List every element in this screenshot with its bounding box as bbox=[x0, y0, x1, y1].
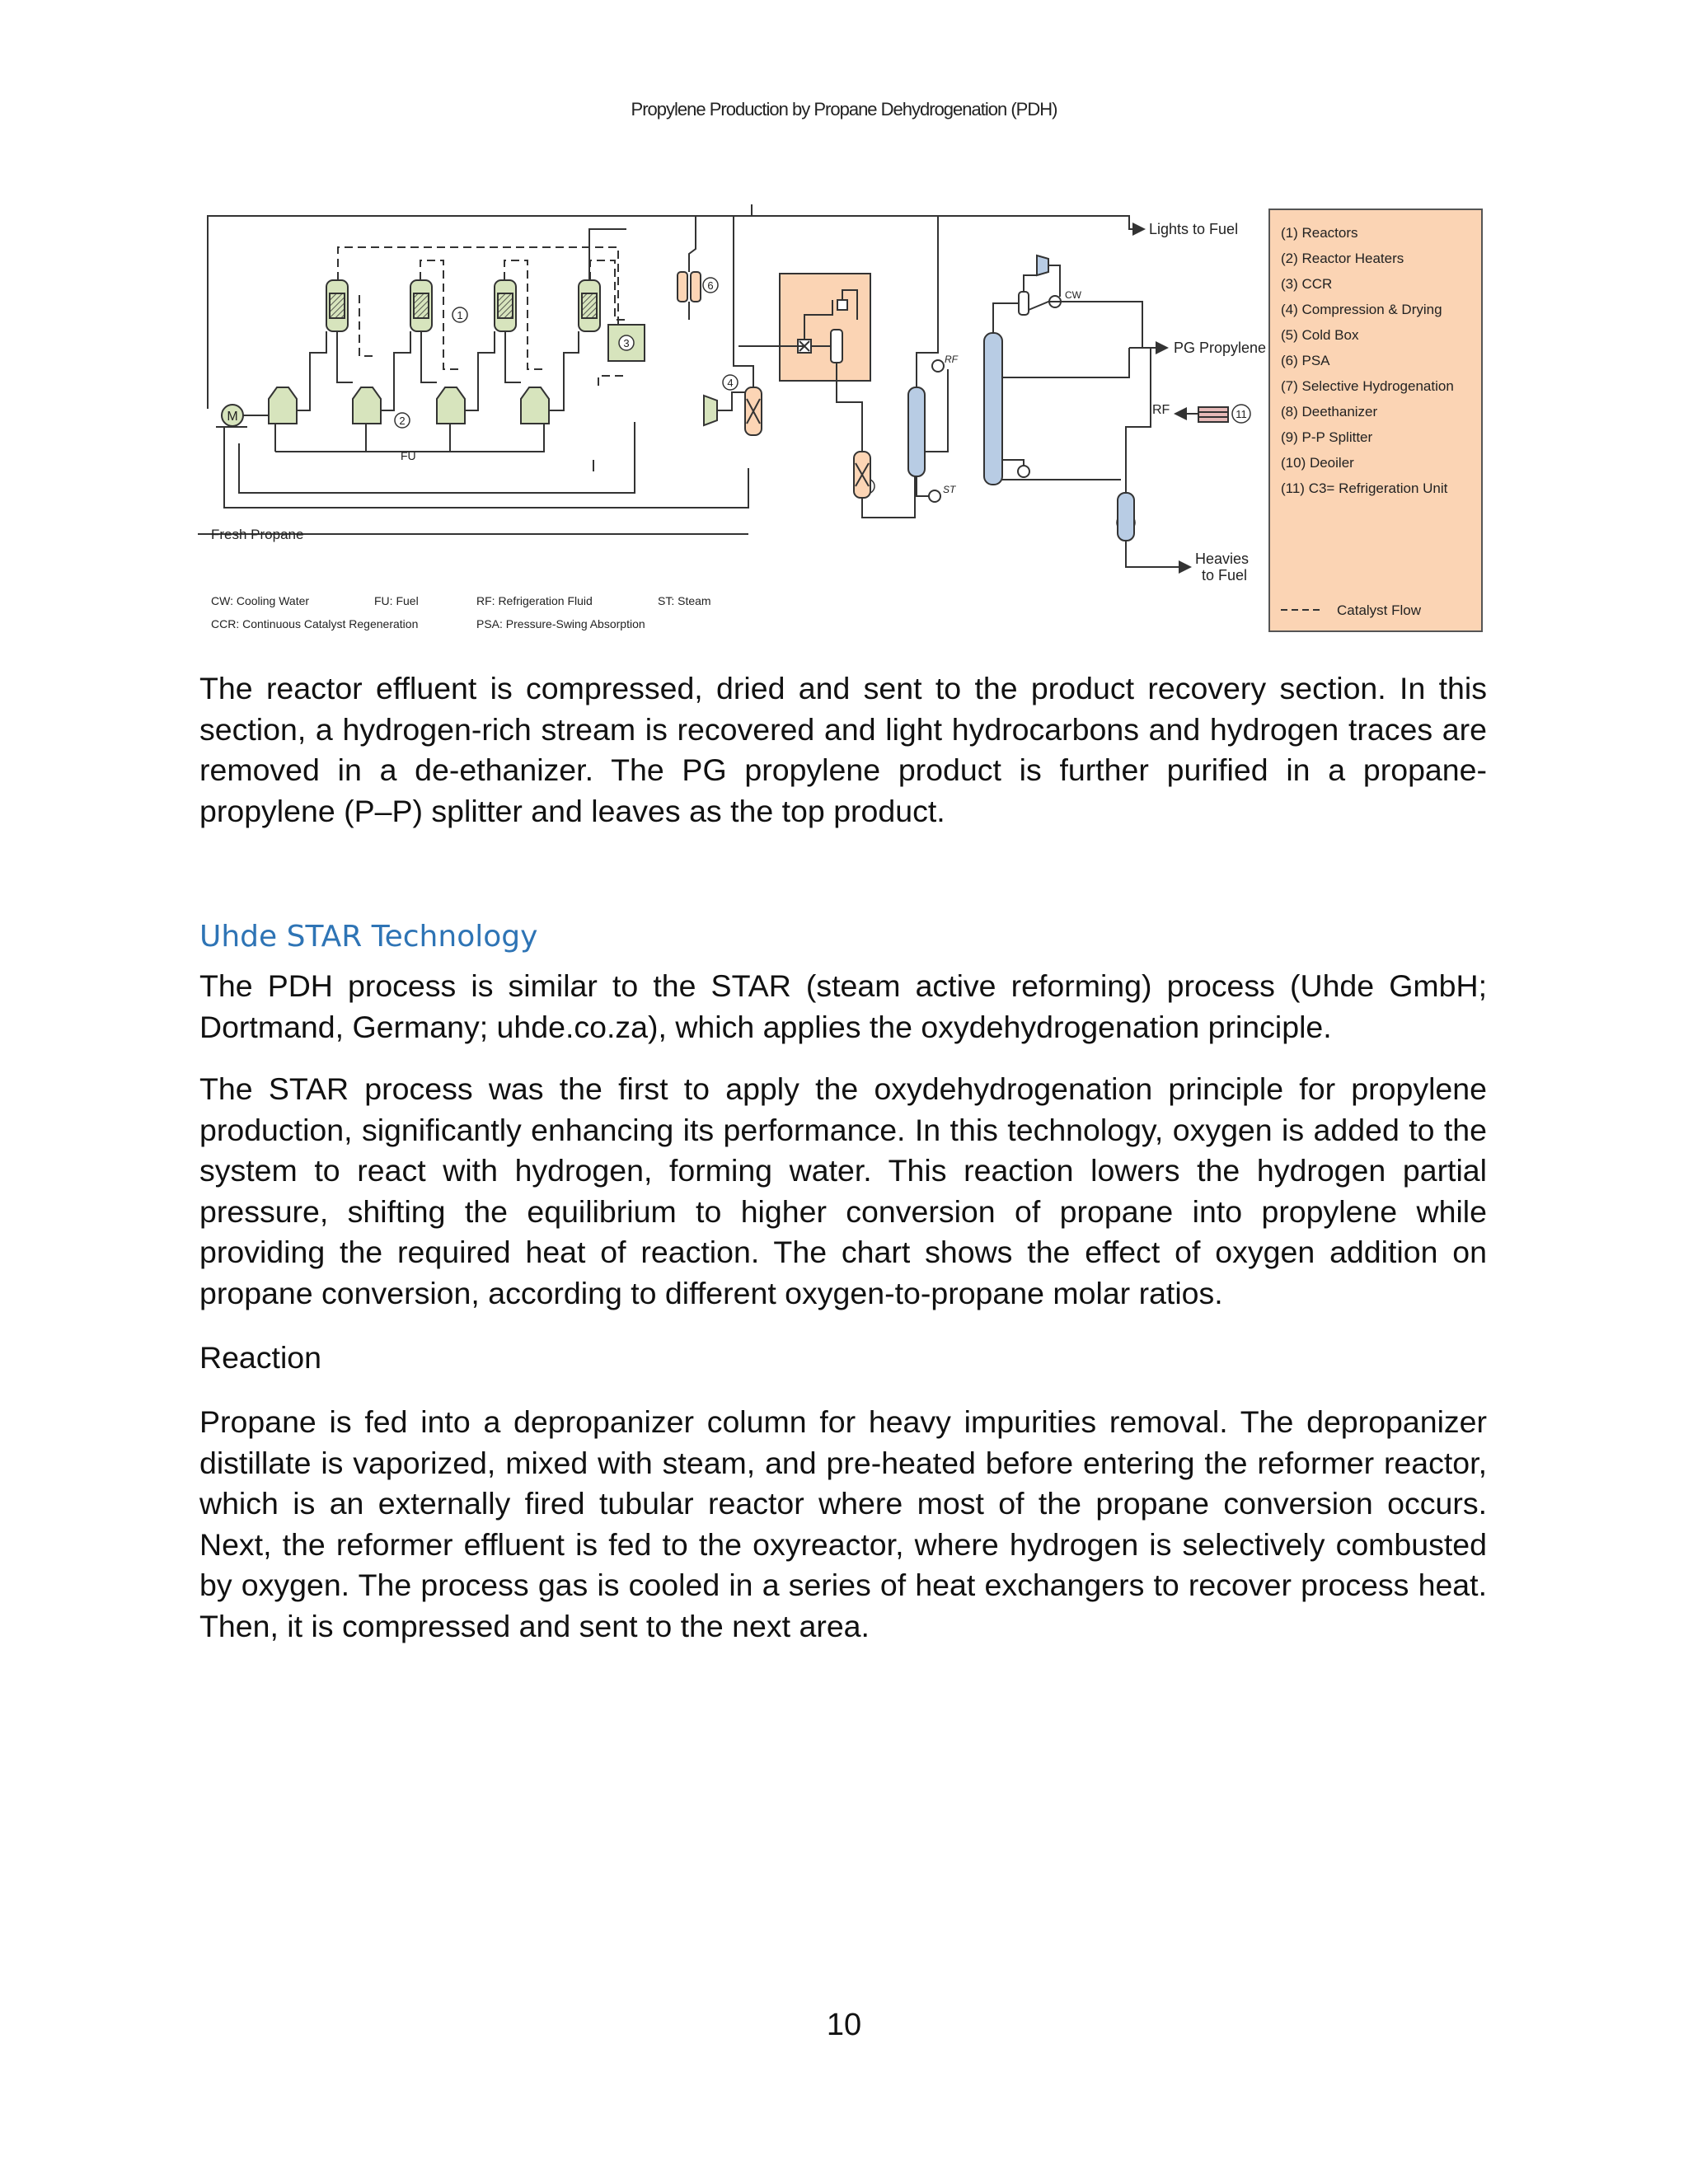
paragraph-product-recovery: The reactor effluent is compressed, drie… bbox=[199, 671, 1487, 828]
running-header: Propylene Production by Propane Dehydrog… bbox=[631, 99, 1058, 120]
ccr-icon bbox=[607, 324, 645, 362]
pp-splitter-icon bbox=[983, 254, 1143, 485]
legend-item: (3) CCR bbox=[1281, 276, 1332, 292]
refrigeration-unit-icon bbox=[1174, 406, 1229, 423]
fuel-label: FU bbox=[401, 449, 416, 462]
cold-box-internals bbox=[738, 289, 863, 452]
mixer-icon: M bbox=[221, 404, 244, 427]
svg-text:CCR: Continuous Catalyst Regen: CCR: Continuous Catalyst Regeneration bbox=[211, 617, 418, 630]
svg-text:RF: Refrigeration Fluid: RF: Refrigeration Fluid bbox=[476, 594, 593, 607]
reactors-icon bbox=[326, 279, 601, 332]
catalyst-flow-label: Catalyst Flow bbox=[1337, 602, 1422, 618]
legend-item: (8) Deethanizer bbox=[1281, 404, 1378, 419]
legend-item: (6) PSA bbox=[1281, 353, 1330, 368]
heavies-label-line1: Heavies bbox=[1195, 551, 1249, 567]
deethanizer-icon bbox=[907, 216, 949, 503]
paragraph-pdh-similarity: The PDH process is similar to the STAR (… bbox=[199, 968, 1487, 1044]
lights-to-fuel-label: Lights to Fuel bbox=[1149, 221, 1238, 237]
rf-output-label: RF bbox=[1152, 403, 1170, 417]
svg-text:11: 11 bbox=[1236, 408, 1247, 420]
legend-item: (11) C3= Refrigeration Unit bbox=[1281, 480, 1448, 496]
heavies-label-line2: to Fuel bbox=[1202, 567, 1247, 583]
svg-text:6: 6 bbox=[707, 279, 713, 292]
svg-text:FU: Fuel: FU: Fuel bbox=[374, 594, 419, 607]
svg-text:1: 1 bbox=[457, 309, 462, 321]
svg-text:2: 2 bbox=[399, 415, 405, 427]
page-number: 10 bbox=[826, 2008, 862, 2042]
cw-label: CW bbox=[1065, 289, 1082, 301]
paragraph-reaction: Propane is fed into a depropanizer colum… bbox=[199, 1404, 1487, 1643]
compression-drying-icon bbox=[703, 216, 762, 436]
section-heading: Uhde STAR Technology bbox=[199, 920, 538, 954]
abbreviation-key: CW: Cooling Water FU: Fuel RF: Refrigera… bbox=[211, 594, 711, 630]
svg-text:CW: Cooling Water: CW: Cooling Water bbox=[211, 594, 309, 607]
cold-box-icon bbox=[779, 273, 871, 382]
pg-propylene-label: PG Propylene bbox=[1174, 340, 1266, 356]
fresh-propane-label: Fresh Propane bbox=[211, 527, 303, 542]
selective-hydrogenation-icon bbox=[853, 451, 916, 518]
svg-text:4: 4 bbox=[727, 377, 733, 389]
deoiler-icon bbox=[1117, 347, 1192, 574]
legend-item: (9) P-P Splitter bbox=[1281, 429, 1373, 445]
paragraph-star-process: The STAR process was the first to apply … bbox=[199, 1071, 1487, 1310]
svg-text:M: M bbox=[227, 410, 237, 424]
svg-text:3: 3 bbox=[623, 337, 629, 349]
legend-item: (2) Reactor Heaters bbox=[1281, 251, 1404, 266]
svg-text:ST: Steam: ST: Steam bbox=[658, 594, 711, 607]
legend-item: (4) Compression & Drying bbox=[1281, 302, 1442, 317]
product-arrows bbox=[198, 341, 1169, 535]
process-flow-diagram: M FU 1 2 3 bbox=[198, 204, 1483, 632]
reactor-heaters-icon bbox=[268, 387, 550, 424]
recycle-lines bbox=[207, 204, 1146, 509]
reaction-subheading: Reaction bbox=[199, 1340, 322, 1375]
psa-icon bbox=[677, 216, 701, 320]
legend-box: (1) Reactors (2) Reactor Heaters (3) CCR… bbox=[1268, 209, 1483, 632]
rf-label-deethanizer: RF bbox=[945, 354, 959, 365]
heater-reactor-pipes bbox=[243, 228, 626, 471]
st-label: ST bbox=[943, 484, 957, 495]
legend-item: (10) Deoiler bbox=[1281, 455, 1354, 471]
legend-item: (5) Cold Box bbox=[1281, 327, 1359, 343]
legend-item: (7) Selective Hydrogenation bbox=[1281, 378, 1454, 394]
legend-item: (1) Reactors bbox=[1281, 225, 1358, 241]
svg-text:PSA: Pressure-Swing Absorption: PSA: Pressure-Swing Absorption bbox=[476, 617, 645, 630]
